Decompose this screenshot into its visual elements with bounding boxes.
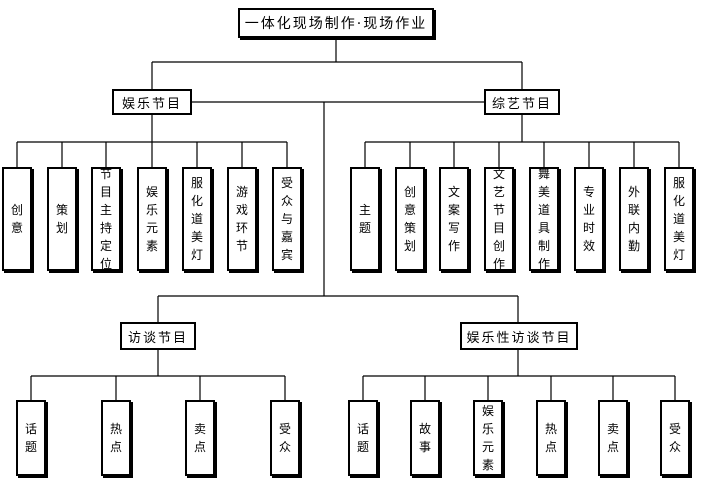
branch-label: 访谈节目 bbox=[127, 330, 188, 346]
branch-variety: 综艺节目 bbox=[484, 89, 560, 115]
leaf-node: 服 化 道 美 灯 bbox=[664, 167, 694, 271]
leaf-label: 策 划 bbox=[55, 203, 68, 235]
leaf-node: 节 目 主 持 定 位 bbox=[91, 167, 121, 271]
leaf-label: 卖 点 bbox=[193, 422, 206, 454]
leaf-label: 舞 美 道 具 制 作 bbox=[537, 167, 550, 271]
leaf-node: 文 艺 节 目 创 作 bbox=[484, 167, 514, 271]
leaf-label: 外 联 内 勤 bbox=[627, 185, 640, 253]
leaf-node: 受 众 bbox=[270, 400, 300, 476]
leaf-node: 卖 点 bbox=[185, 400, 215, 476]
leaf-node: 故 事 bbox=[410, 400, 440, 476]
root-label: 一体化现场制作·现场作业 bbox=[244, 16, 428, 32]
leaf-node: 舞 美 道 具 制 作 bbox=[529, 167, 559, 271]
root-node: 一体化现场制作·现场作业 bbox=[238, 8, 434, 38]
leaf-node: 专 业 时 效 bbox=[574, 167, 604, 271]
leaf-node: 策 划 bbox=[47, 167, 77, 271]
leaf-label: 文 艺 节 目 创 作 bbox=[492, 167, 505, 271]
leaf-node: 外 联 内 勤 bbox=[619, 167, 649, 271]
leaf-label: 话 题 bbox=[24, 422, 37, 454]
leaf-node: 文 案 写 作 bbox=[439, 167, 469, 271]
leaf-label: 娱 乐 元 素 bbox=[145, 185, 158, 253]
leaf-label: 游 戏 环 节 bbox=[235, 185, 248, 253]
leaf-node: 创 意 策 划 bbox=[395, 167, 425, 271]
leaf-node: 话 题 bbox=[348, 400, 378, 476]
leaf-label: 热 点 bbox=[544, 422, 557, 454]
leaf-label: 文 案 写 作 bbox=[447, 185, 460, 253]
branch-label: 娱乐节目 bbox=[121, 96, 182, 112]
branch-entertainment: 娱乐节目 bbox=[112, 89, 192, 115]
leaf-node: 主 题 bbox=[350, 167, 380, 271]
leaf-label: 故 事 bbox=[418, 422, 431, 454]
leaf-label: 受 众 bbox=[278, 422, 291, 454]
leaf-label: 创 意 bbox=[10, 203, 23, 235]
branch-interview: 访谈节目 bbox=[120, 322, 196, 350]
leaf-label: 专 业 时 效 bbox=[582, 185, 595, 253]
leaf-label: 受 众 bbox=[668, 422, 681, 454]
leaf-node: 受 众 bbox=[660, 400, 690, 476]
leaf-node: 创 意 bbox=[2, 167, 32, 271]
leaf-node: 娱 乐 元 素 bbox=[473, 400, 503, 476]
branch-label: 娱乐性访谈节目 bbox=[466, 330, 572, 346]
leaf-node: 受 众 与 嘉 宾 bbox=[272, 167, 302, 271]
leaf-node: 服 化 道 美 灯 bbox=[182, 167, 212, 271]
leaf-label: 受 众 与 嘉 宾 bbox=[280, 176, 293, 262]
leaf-label: 娱 乐 元 素 bbox=[481, 404, 494, 472]
leaf-node: 娱 乐 元 素 bbox=[137, 167, 167, 271]
leaf-node: 热 点 bbox=[101, 400, 131, 476]
leaf-label: 服 化 道 美 灯 bbox=[190, 176, 203, 262]
leaf-label: 话 题 bbox=[356, 422, 369, 454]
branch-label: 综艺节目 bbox=[491, 96, 552, 112]
leaf-label: 卖 点 bbox=[606, 422, 619, 454]
leaf-node: 热 点 bbox=[536, 400, 566, 476]
leaf-node: 卖 点 bbox=[598, 400, 628, 476]
branch-entertainment-interview: 娱乐性访谈节目 bbox=[460, 322, 578, 350]
leaf-label: 主 题 bbox=[358, 203, 371, 235]
leaf-label: 服 化 道 美 灯 bbox=[672, 176, 685, 262]
leaf-label: 热 点 bbox=[109, 422, 122, 454]
leaf-node: 游 戏 环 节 bbox=[227, 167, 257, 271]
leaf-label: 创 意 策 划 bbox=[403, 185, 416, 253]
leaf-node: 话 题 bbox=[16, 400, 46, 476]
leaf-label: 节 目 主 持 定 位 bbox=[99, 167, 112, 271]
